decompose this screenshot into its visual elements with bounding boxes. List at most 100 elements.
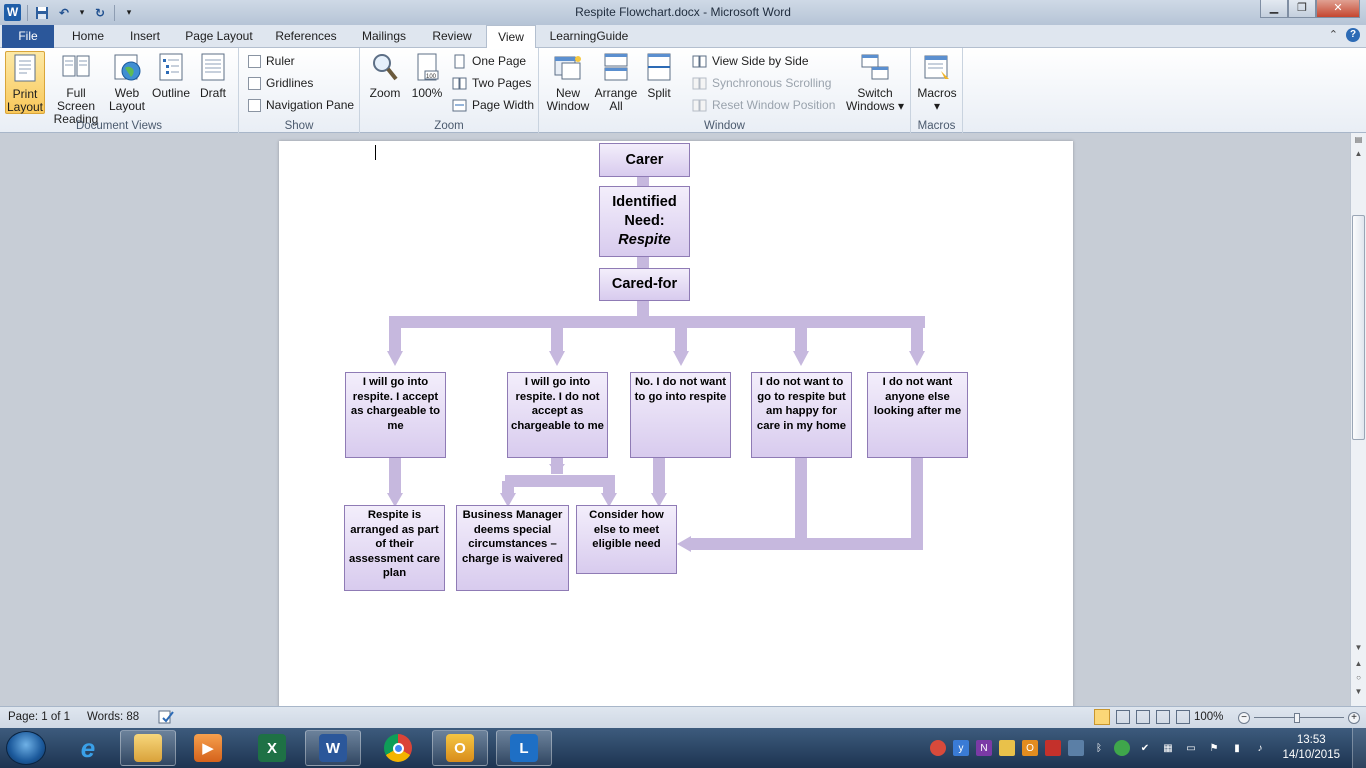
taskbar-chrome[interactable] <box>370 730 426 766</box>
web-layout-button[interactable]: Web Layout <box>108 51 146 113</box>
zoom-100-button[interactable]: 100 100% <box>409 51 445 100</box>
flow-box-option-not-accept[interactable]: I will go into respite. I do not accept … <box>507 372 608 458</box>
tray-volume-icon[interactable]: ♪ <box>1257 742 1263 754</box>
flow-box-carer[interactable]: Carer <box>599 143 690 177</box>
full-screen-view-icon[interactable] <box>1116 710 1130 724</box>
taskbar-internet-explorer[interactable]: e <box>60 730 116 766</box>
flow-box-option-accept[interactable]: I will go into respite. I accept as char… <box>345 372 446 458</box>
tray-flag-icon[interactable]: ⚑ <box>1209 742 1219 754</box>
tray-antivirus-icon[interactable] <box>930 740 946 756</box>
switch-windows-button[interactable]: Switch Windows ▾ <box>844 51 906 113</box>
minimize-ribbon-icon[interactable]: ⌃ <box>1328 29 1338 41</box>
flow-box-option-no-respite[interactable]: No. I do not want to go into respite <box>630 372 731 458</box>
word-count[interactable]: Words: 88 <box>87 711 140 723</box>
tab-references[interactable]: References <box>275 29 337 43</box>
ruler-checkbox[interactable]: Ruler <box>248 51 295 71</box>
next-page-icon[interactable]: ▼ <box>1354 687 1363 696</box>
web-layout-view-icon[interactable] <box>1136 710 1150 724</box>
one-page-button[interactable]: One Page <box>452 51 526 71</box>
full-screen-reading-button[interactable]: Full Screen Reading <box>47 51 105 126</box>
previous-page-icon[interactable]: ▲ <box>1354 659 1363 668</box>
flow-box-identified-need[interactable]: Identified Need: Respite <box>599 186 690 257</box>
flow-box-option-no-one-else[interactable]: I do not want anyone else looking after … <box>867 372 968 458</box>
reset-window-position-button[interactable]: Reset Window Position <box>692 95 835 115</box>
two-pages-button[interactable]: Two Pages <box>452 73 531 93</box>
tray-network-icon[interactable]: ▦ <box>1163 742 1173 754</box>
arrange-all-button[interactable]: Arrange All <box>594 51 638 113</box>
tab-view[interactable]: View <box>486 25 536 49</box>
taskbar-outlook[interactable]: O <box>432 730 488 766</box>
close-button[interactable]: ✕ <box>1316 0 1360 18</box>
tray-bluetooth-icon[interactable]: ᛒ <box>1096 742 1102 754</box>
scroll-up-icon[interactable]: ▲ <box>1354 149 1363 158</box>
outline-button[interactable]: Outline <box>149 51 193 100</box>
print-layout-button[interactable]: Print Layout <box>5 51 45 114</box>
minimize-button[interactable]: ▁ <box>1260 0 1288 18</box>
tray-mail-icon[interactable] <box>999 740 1015 756</box>
flow-box-option-care-at-home[interactable]: I do not want to go to respite but am ha… <box>751 372 852 458</box>
tray-security-icon[interactable] <box>1045 740 1061 756</box>
document-page[interactable]: Carer Identified Need: Respite Cared-for… <box>279 141 1073 706</box>
tray-onenote-icon[interactable]: N <box>976 740 992 756</box>
tray-yammer-icon[interactable]: y <box>953 740 969 756</box>
zoom-button[interactable]: Zoom <box>368 51 402 100</box>
flow-box-outcome-charge-waivered[interactable]: Business Manager deems special circumsta… <box>456 505 569 591</box>
ruler-toggle-icon[interactable]: ▤ <box>1354 135 1363 144</box>
tab-mailings[interactable]: Mailings <box>361 29 406 43</box>
zoom-level[interactable]: 100% <box>1194 711 1224 723</box>
taskbar-file-explorer[interactable] <box>120 730 176 766</box>
print-layout-view-icon[interactable] <box>1094 709 1110 725</box>
zoom-in-icon[interactable]: + <box>1348 712 1360 724</box>
maximize-button[interactable]: ❐ <box>1288 0 1316 18</box>
tab-learningguide[interactable]: LearningGuide <box>549 29 629 43</box>
taskbar-excel[interactable]: X <box>244 730 300 766</box>
tab-page-layout[interactable]: Page Layout <box>185 29 253 43</box>
zoom-slider[interactable]: − + <box>1238 712 1360 724</box>
show-desktop-button[interactable] <box>1352 728 1366 768</box>
save-icon[interactable] <box>34 5 50 21</box>
tab-home[interactable]: Home <box>71 29 104 43</box>
view-side-by-side-button[interactable]: View Side by Side <box>692 51 809 71</box>
zoom-knob[interactable] <box>1294 713 1300 723</box>
tray-sync-icon[interactable] <box>1114 740 1130 756</box>
clock[interactable]: 13:53 14/10/2015 <box>1282 733 1340 763</box>
macros-button[interactable]: Macros ▾ <box>915 51 959 113</box>
customize-qat-icon[interactable]: ▾ <box>126 7 132 17</box>
taskbar-lync[interactable]: L <box>496 730 552 766</box>
tab-review[interactable]: Review <box>432 29 472 43</box>
draft-view-icon[interactable] <box>1176 710 1190 724</box>
draft-button[interactable]: Draft <box>195 51 231 100</box>
taskbar-word[interactable]: W <box>305 730 361 766</box>
taskbar-media-player[interactable]: ▶ <box>180 730 236 766</box>
scroll-thumb[interactable] <box>1352 215 1365 440</box>
proofing-icon[interactable] <box>158 709 174 728</box>
synchronous-scrolling-button[interactable]: Synchronous Scrolling <box>692 73 831 93</box>
tray-monitor-icon[interactable] <box>1068 740 1084 756</box>
outline-view-icon[interactable] <box>1156 710 1170 724</box>
tab-insert[interactable]: Insert <box>129 29 160 43</box>
select-browse-object-icon[interactable]: ○ <box>1356 673 1361 682</box>
tray-connection-icon[interactable]: ✔ <box>1140 742 1150 754</box>
start-button[interactable] <box>6 731 46 765</box>
undo-dropdown-icon[interactable]: ▾ <box>79 7 85 17</box>
gridlines-checkbox[interactable]: Gridlines <box>248 73 313 93</box>
new-window-button[interactable]: New Window <box>543 51 593 113</box>
tray-outlook-icon[interactable]: O <box>1022 740 1038 756</box>
navigation-pane-checkbox[interactable]: Navigation Pane <box>248 95 354 115</box>
help-icon[interactable]: ? <box>1346 28 1360 42</box>
flow-box-cared-for[interactable]: Cared-for <box>599 268 690 301</box>
redo-icon[interactable]: ↻ <box>94 5 106 20</box>
undo-icon[interactable]: ↶ <box>58 5 70 20</box>
tray-devices-icon[interactable]: ▭ <box>1186 742 1196 754</box>
tray-battery-icon[interactable]: ▮ <box>1234 742 1240 754</box>
page-count[interactable]: Page: 1 of 1 <box>8 711 71 723</box>
scroll-down-icon[interactable]: ▼ <box>1354 643 1363 652</box>
zoom-out-icon[interactable]: − <box>1238 712 1250 724</box>
flow-box-outcome-respite-arranged[interactable]: Respite is arranged as part of their ass… <box>344 505 445 591</box>
page-width-button[interactable]: Page Width <box>452 95 534 115</box>
document-workspace[interactable]: Carer Identified Need: Respite Cared-for… <box>0 133 1350 706</box>
vertical-scrollbar[interactable]: ▤ ▲ ▼ ▲ ○ ▼ <box>1350 133 1366 706</box>
tab-file[interactable]: File <box>2 25 54 48</box>
split-button[interactable]: Split <box>642 51 676 100</box>
flow-box-outcome-eligible-need[interactable]: Consider how else to meet eligible need <box>576 505 677 574</box>
